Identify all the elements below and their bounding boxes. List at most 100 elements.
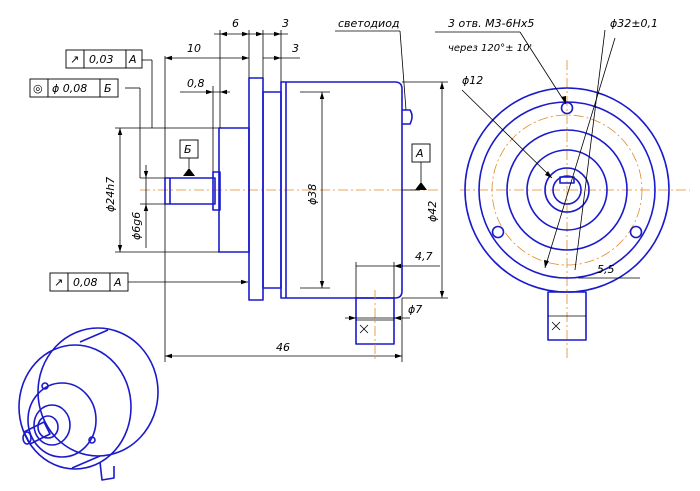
arrowhead: [544, 260, 549, 268]
svg-text:А: А: [415, 147, 424, 160]
dim-text-42: ϕ42: [426, 201, 439, 222]
holes-label-line1: 3 отв. М3-6Нх5: [448, 17, 534, 30]
shaft-collar: [212, 171, 221, 211]
iso-edge-bottom: [71, 455, 101, 469]
arrowhead: [165, 55, 172, 61]
arrowhead: [394, 263, 401, 269]
holes-leader: [519, 31, 567, 105]
runout-value: 0,03: [89, 53, 114, 66]
front-view: [460, 60, 690, 360]
dim-text-7: ϕ7: [408, 303, 422, 316]
arrowhead: [220, 31, 227, 37]
arrowhead: [394, 315, 401, 321]
side-dimension-texts: 6 3 10 3 0,8 ϕ24h7 ϕ6g6 ϕ38 ϕ42 4,7 ϕ7 4…: [104, 17, 439, 354]
mounting-flange: [248, 77, 264, 301]
front-cable-mark-b: [551, 321, 561, 331]
hole-pitch-circle: [491, 114, 643, 266]
side-view: [140, 77, 440, 360]
arrowhead: [274, 55, 281, 61]
arrowhead: [241, 279, 248, 285]
iso-pilot: [33, 404, 71, 446]
arrowhead: [143, 171, 149, 178]
arrowhead: [206, 89, 213, 95]
dim-text-6g6: ϕ6g6: [130, 212, 143, 240]
tolerance-frame-runout-top: ↗ 0,03 А: [65, 49, 143, 69]
arrowhead: [439, 82, 445, 89]
arrowhead: [545, 171, 552, 178]
iso-body-back: [37, 327, 159, 457]
mount-hole-top: [560, 101, 574, 115]
side-dimension-lines: [115, 30, 448, 362]
dim-line-12: [461, 89, 553, 179]
dim-text-6: 6: [232, 17, 239, 30]
front-collar: [544, 167, 590, 213]
arrowhead: [319, 281, 325, 288]
cable-mark-b: [359, 324, 369, 334]
iso-edge-top: [79, 329, 109, 343]
runout-symbol: ↗: [70, 53, 79, 66]
front-shaft: [552, 175, 582, 205]
arrowhead: [143, 204, 149, 211]
datum-b-marker: Б: [179, 139, 199, 176]
holes-label-line2: через 120°± 10': [448, 43, 532, 54]
arrowhead: [242, 31, 249, 37]
coaxial-value: ϕ 0,08: [52, 82, 87, 95]
encoder-body: [280, 81, 403, 299]
led-label: светодиод: [338, 17, 400, 30]
led-leader: [399, 30, 407, 111]
coaxial-datum: Б: [104, 82, 112, 95]
mount-hole-right: [629, 225, 643, 239]
iso-body-front: [18, 344, 132, 470]
arrowhead: [220, 89, 227, 95]
runout-bottom-symbol: ↗: [54, 276, 63, 289]
mount-hole-left: [491, 225, 505, 239]
dim-text-24: ϕ24h7: [104, 177, 117, 212]
arrowhead: [349, 315, 356, 321]
front-dimension-lines: [435, 29, 640, 279]
dim-text-47: 4,7: [415, 250, 433, 263]
shaft-flat: [559, 176, 575, 184]
coaxial-symbol: ◎: [33, 82, 43, 95]
datum-a-marker: А: [411, 143, 431, 190]
tolerance-frame-coaxial: ◎ ϕ 0,08 Б: [29, 78, 119, 98]
dim-text-08: 0,8: [187, 77, 205, 90]
arrowhead: [256, 31, 263, 37]
front-pilot-outline: [506, 129, 628, 251]
runout-bottom-value: 0,08: [73, 276, 98, 289]
dim-text-38: ϕ38: [306, 184, 319, 205]
dim-text-55: 5,5: [597, 263, 615, 276]
arrowhead: [439, 291, 445, 298]
dim-text-10: 10: [187, 42, 201, 55]
dim-text-3-mid: 3: [292, 42, 299, 55]
shaft: [164, 177, 216, 205]
isometric-view: [18, 327, 159, 481]
front-dimension-texts: 3 отв. М3-6Нх5 через 120°± 10' ϕ12 ϕ32±0…: [448, 17, 658, 276]
iso-hole-2: [88, 436, 96, 444]
arrowhead: [561, 96, 566, 104]
tolerance-frame-runout-bottom: ↗ 0,08 А: [49, 272, 129, 292]
front-boss-outline: [526, 149, 608, 231]
runout-datum: А: [128, 53, 137, 66]
dim-text-3-top: 3: [282, 17, 289, 30]
dim-text-32: ϕ32±0,1: [610, 17, 658, 30]
arrowhead: [165, 353, 172, 359]
arrowhead: [395, 353, 402, 359]
dim-line-32b: [544, 37, 616, 269]
iso-shaft: [23, 421, 51, 445]
iso-hole-1: [41, 382, 49, 390]
dim-text-12: ϕ12: [462, 74, 483, 87]
iso-flange: [27, 382, 97, 458]
iso-cable-outlet: [99, 461, 115, 481]
arrowhead: [242, 55, 249, 61]
runout-bottom-datum: А: [113, 276, 122, 289]
dim-text-46: 46: [276, 341, 290, 354]
svg-text:Б: Б: [184, 143, 192, 156]
arrowhead: [274, 31, 281, 37]
iso-collar: [37, 415, 59, 439]
arrowhead: [117, 128, 123, 135]
arrowhead: [319, 92, 325, 99]
dim-line-32: [574, 29, 606, 271]
led: [402, 109, 413, 125]
